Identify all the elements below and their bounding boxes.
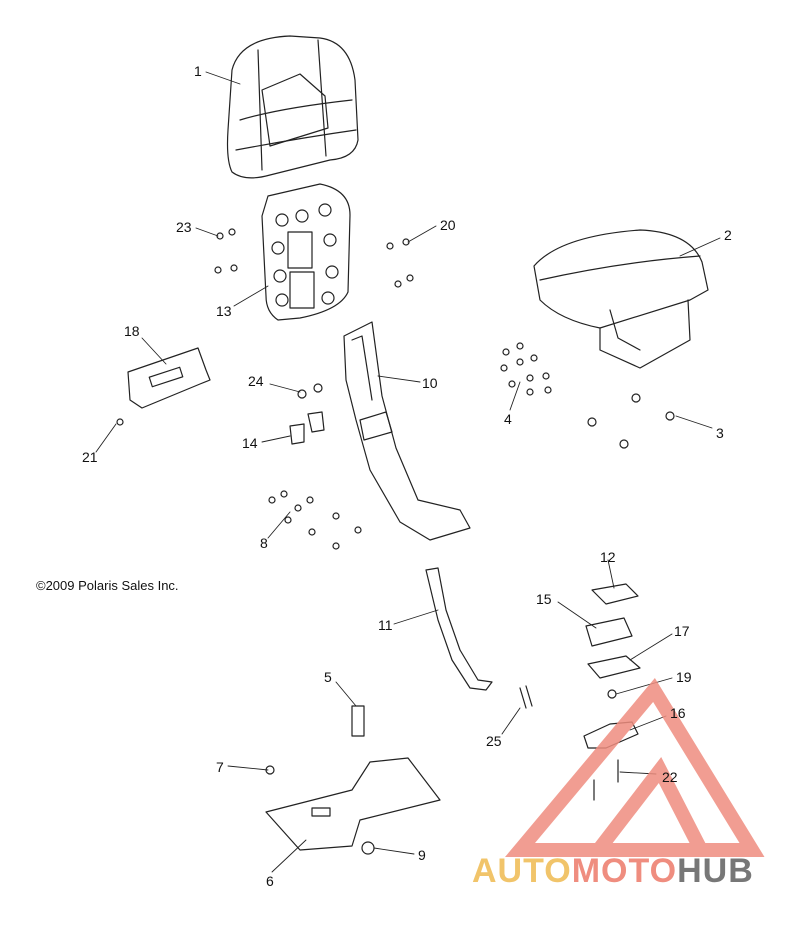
callout-6: 6 bbox=[266, 873, 274, 889]
callout-7: 7 bbox=[216, 759, 224, 775]
backrest-plate bbox=[261, 183, 351, 321]
base-plate bbox=[265, 757, 441, 851]
callout-25: 25 bbox=[486, 733, 502, 749]
callout-22: 22 bbox=[662, 769, 678, 785]
rear-seat-cushion bbox=[533, 229, 709, 369]
callout-8: 8 bbox=[260, 535, 268, 551]
callout-3: 3 bbox=[716, 425, 724, 441]
latch-mechanism bbox=[583, 721, 639, 749]
base-nut bbox=[361, 841, 375, 855]
callout-16: 16 bbox=[670, 705, 686, 721]
strap-rod bbox=[425, 567, 493, 691]
seat-bracket-frame bbox=[343, 321, 471, 541]
callout-18: 18 bbox=[124, 323, 140, 339]
callout-13: 13 bbox=[216, 303, 232, 319]
pins bbox=[519, 685, 533, 709]
callout-10: 10 bbox=[422, 375, 438, 391]
callout-21: 21 bbox=[82, 449, 98, 465]
backrest-cushion bbox=[226, 35, 359, 179]
watermark-auto: AUTO bbox=[472, 852, 572, 890]
fasteners bbox=[116, 228, 675, 775]
callout-15: 15 bbox=[536, 591, 552, 607]
callout-17: 17 bbox=[674, 623, 690, 639]
callout-12: 12 bbox=[600, 549, 616, 565]
watermark-hub: HUB bbox=[677, 852, 754, 890]
callout-11: 11 bbox=[378, 617, 393, 633]
seat-post bbox=[351, 705, 365, 737]
latch-plate bbox=[591, 583, 639, 605]
callout-labels: 1 2 3 4 5 6 7 8 9 10 11 12 13 14 15 16 1… bbox=[82, 63, 732, 889]
watermark-logo bbox=[505, 678, 765, 857]
callout-4: 4 bbox=[504, 411, 512, 427]
side-bracket bbox=[127, 347, 211, 409]
callout-14: 14 bbox=[242, 435, 258, 451]
leader-lines bbox=[95, 71, 721, 873]
callout-5: 5 bbox=[324, 669, 332, 685]
copyright-notice: ©2009 Polaris Sales Inc. bbox=[36, 578, 179, 593]
callout-1: 1 bbox=[194, 63, 202, 79]
latch-bolts bbox=[593, 759, 619, 801]
latch-block bbox=[585, 617, 633, 647]
watermark-text: AUTOMOTOHUB bbox=[472, 852, 754, 891]
callout-2: 2 bbox=[724, 227, 732, 243]
watermark-moto: MOTO bbox=[571, 852, 678, 890]
callout-23: 23 bbox=[176, 219, 192, 235]
callout-20: 20 bbox=[440, 217, 456, 233]
callout-19: 19 bbox=[676, 669, 692, 685]
callout-9: 9 bbox=[418, 847, 426, 863]
callout-24: 24 bbox=[248, 373, 264, 389]
latch-body bbox=[587, 655, 641, 679]
rubber-bumpers bbox=[289, 411, 325, 445]
